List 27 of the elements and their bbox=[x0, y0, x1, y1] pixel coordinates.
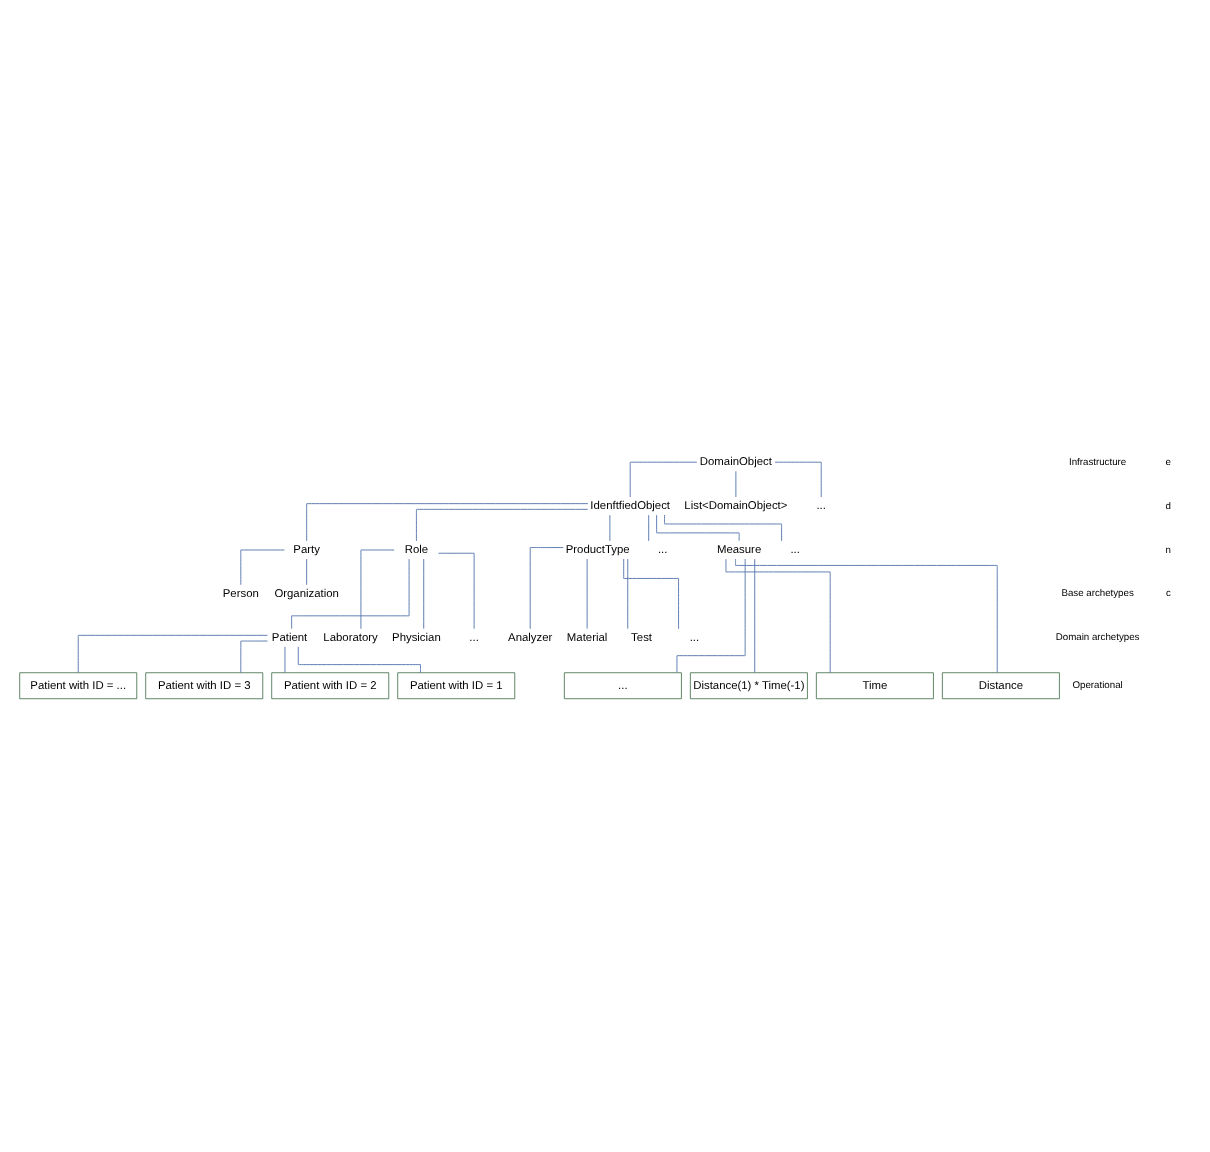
connector bbox=[438, 552, 475, 630]
connector bbox=[306, 558, 308, 586]
connector bbox=[656, 514, 740, 542]
connector bbox=[664, 514, 783, 542]
connector bbox=[627, 558, 629, 630]
connector bbox=[77, 634, 268, 673]
connector bbox=[360, 549, 395, 630]
connector bbox=[609, 514, 611, 542]
connector bbox=[240, 549, 285, 586]
connector bbox=[297, 646, 421, 674]
connector bbox=[735, 558, 998, 674]
connector bbox=[284, 646, 286, 674]
connector bbox=[529, 547, 564, 630]
connector bbox=[648, 514, 650, 542]
connector bbox=[754, 558, 756, 674]
connector bbox=[629, 461, 698, 498]
connector bbox=[774, 461, 822, 498]
connector bbox=[291, 558, 410, 630]
connector bbox=[423, 558, 425, 630]
connector bbox=[586, 558, 588, 630]
connector bbox=[306, 503, 589, 542]
connector bbox=[623, 558, 680, 630]
connector bbox=[725, 558, 831, 674]
connector bbox=[240, 640, 268, 674]
connector bbox=[676, 558, 746, 673]
connector bbox=[415, 508, 589, 542]
connector bbox=[735, 470, 737, 498]
